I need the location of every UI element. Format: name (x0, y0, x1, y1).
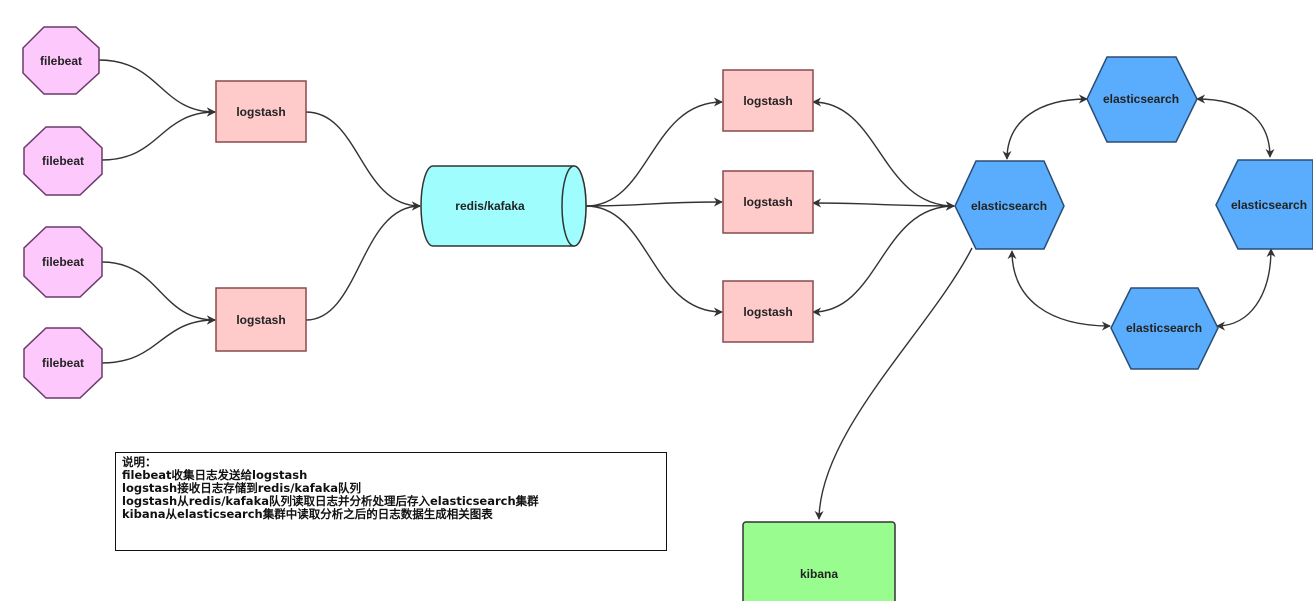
logstash-in-node-1-shape (215, 80, 307, 143)
es-right-node-label: elasticsearch (1231, 198, 1307, 212)
queue-node: redis/kafaka (420, 165, 587, 247)
edge-logstash-2-to-queue (305, 201, 421, 321)
explanation-note: 说明： filebeat收集日志发送给logstash logstash接收日志… (115, 452, 667, 551)
logstash-in-node-2: logstash (215, 287, 307, 352)
kibana-node-label: kibana (800, 567, 838, 581)
filebeat-node-1-label: filebeat (40, 54, 82, 68)
edge-es-right-es-bottom (1216, 248, 1276, 331)
filebeat-node-3-label: filebeat (42, 255, 84, 269)
filebeat-node-4-shape (23, 327, 103, 399)
note-line-kibana: kibana从elasticsearch集群中读取分析之后的日志数据生成相关图表 (122, 507, 493, 521)
edge-filebeat-4-to-logstash-2 (101, 315, 216, 364)
edge-queue-to-logstash-out-3 (585, 205, 723, 317)
logstash-in-node-1-label: logstash (236, 105, 285, 119)
queue-node-label: redis/kafaka (455, 199, 525, 213)
edge-queue-to-logstash-out-2 (585, 197, 723, 207)
filebeat-node-2: filebeat (23, 126, 103, 196)
es-main-node-label: elasticsearch (971, 199, 1047, 213)
logstash-out-node-2: logstash (722, 170, 814, 234)
filebeat-node-4-label: filebeat (42, 356, 84, 370)
es-right-node: elasticsearch (1215, 159, 1313, 250)
logstash-in-node-2-label: logstash (236, 313, 285, 327)
edge-filebeat-1-to-logstash-1 (98, 59, 216, 117)
edge-logstash-out-2-es-main (812, 198, 955, 211)
es-main-node-shape (954, 160, 1065, 250)
es-main-node: elasticsearch (954, 160, 1065, 250)
filebeat-node-1: filebeat (22, 26, 100, 95)
edge-es-top-es-right (1196, 94, 1275, 158)
logstash-in-node-1: logstash (215, 80, 307, 143)
logstash-out-node-3: logstash (722, 280, 814, 343)
logstash-out-node-1-label: logstash (743, 94, 792, 108)
es-right-node-shape (1215, 159, 1313, 250)
es-top-node-shape (1086, 56, 1198, 143)
logstash-out-node-3-label: logstash (743, 305, 792, 319)
note-line-logstash-ingest: logstash接收日志存储到redis/kafaka队列 (122, 481, 361, 495)
es-top-node: elasticsearch (1086, 56, 1198, 143)
edge-es-main-es-top (1002, 94, 1088, 160)
es-bottom-node-shape (1110, 287, 1219, 370)
filebeat-node-3: filebeat (23, 226, 103, 298)
logstash-out-node-3-shape (722, 280, 814, 343)
edge-es-main-to-kibana (814, 247, 973, 520)
edge-queue-to-logstash-out-1 (585, 97, 723, 207)
logstash-out-node-2-shape (722, 170, 814, 234)
note-line-logstash-process: logstash从redis/kafaka队列读取日志并分析处理后存入elast… (122, 494, 539, 508)
logstash-out-node-1-shape (722, 69, 814, 132)
edges (98, 59, 1276, 520)
es-bottom-node: elasticsearch (1110, 287, 1219, 370)
kibana-node-shape (742, 521, 896, 601)
filebeat-node-4: filebeat (23, 327, 103, 399)
filebeat-node-1-shape (22, 26, 100, 95)
filebeat-node-3-shape (23, 226, 103, 298)
logstash-out-node-1: logstash (722, 69, 814, 132)
edge-logstash-out-1-es-main (812, 97, 955, 211)
logstash-in-node-2-shape (215, 287, 307, 352)
kibana-node: kibana (742, 521, 896, 601)
filebeat-node-2-label: filebeat (42, 154, 84, 168)
note-title: 说明： (122, 455, 157, 469)
edge-logstash-1-to-queue (305, 111, 421, 211)
logstash-out-node-2-label: logstash (743, 195, 792, 209)
edge-filebeat-3-to-logstash-2 (101, 261, 216, 325)
edge-es-bottom-es-main (1007, 250, 1111, 331)
edge-logstash-out-3-es-main (812, 201, 955, 317)
note-line-filebeat: filebeat收集日志发送给logstash (122, 468, 308, 482)
edge-filebeat-2-to-logstash-1 (101, 107, 216, 161)
es-top-node-label: elasticsearch (1103, 92, 1179, 106)
filebeat-node-2-shape (23, 126, 103, 196)
es-bottom-node-label: elasticsearch (1126, 321, 1202, 335)
queue-node-cap (561, 165, 587, 247)
